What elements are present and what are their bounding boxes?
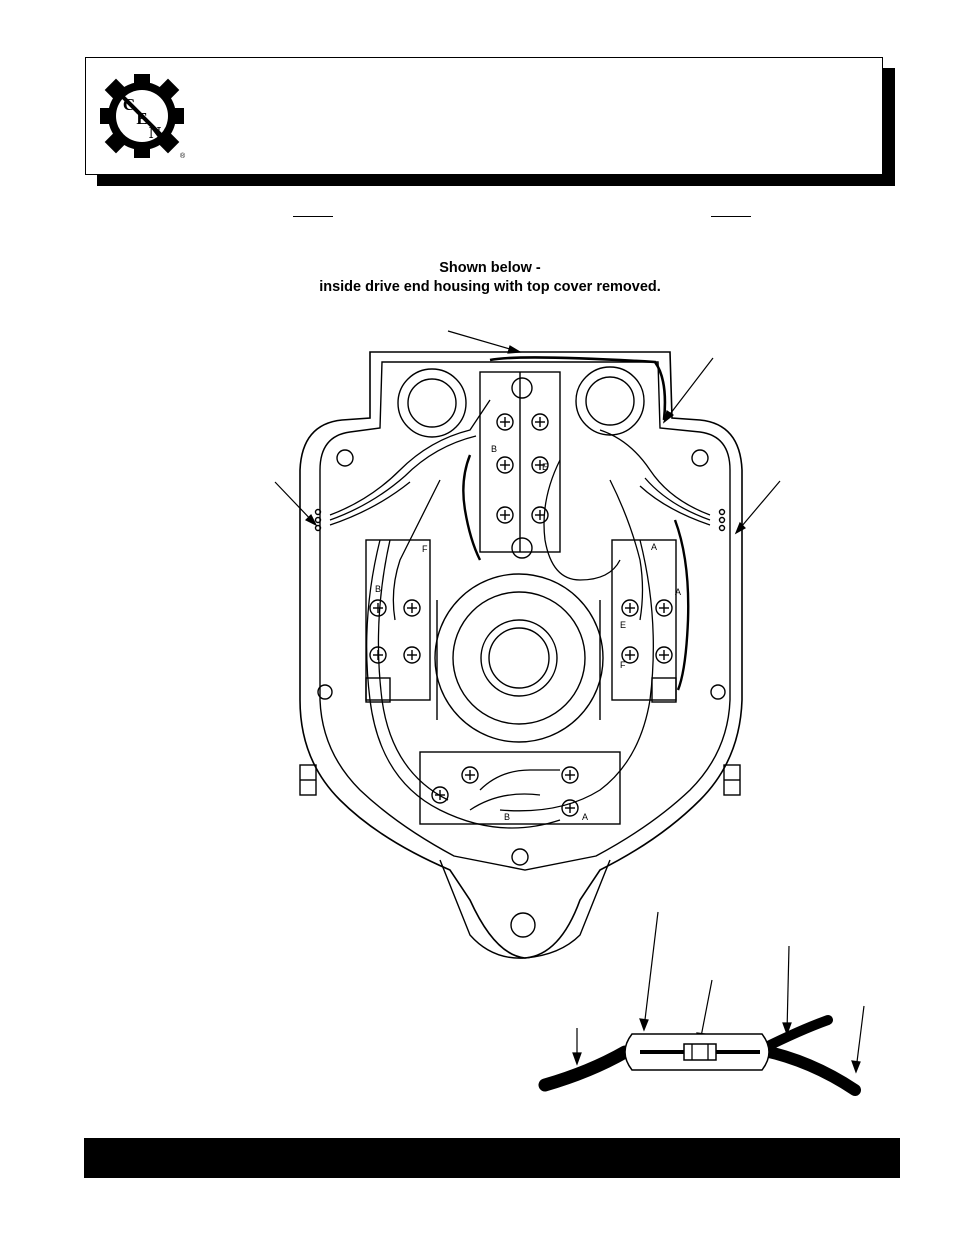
underline-left — [293, 216, 333, 217]
terminal-letter: B — [504, 812, 510, 822]
terminal-letter: B — [491, 444, 497, 454]
terminal-letter: F — [620, 660, 626, 670]
wire-right-lower — [754, 1044, 861, 1096]
mounting-ears — [317, 449, 726, 959]
figure-caption: Shown below - inside drive end housing w… — [200, 259, 780, 297]
wiring-harness — [329, 356, 711, 829]
underline-right — [711, 216, 751, 217]
logo-letter-n: N — [149, 123, 162, 142]
butt-connector — [683, 1043, 717, 1061]
footer-bar — [84, 1138, 900, 1178]
gear-badge-icon: C E N — [100, 74, 184, 158]
terminal-letter: E — [542, 462, 548, 472]
logo-letter-c: C — [123, 95, 135, 114]
top-regulator-modules — [397, 366, 645, 559]
side-bolts — [299, 764, 741, 796]
terminal-letter: B — [375, 584, 381, 594]
terminal-letter: E — [620, 620, 626, 630]
alternator-housing-diagram: B E F A B E F A B A — [274, 330, 781, 959]
harness-connectors — [314, 508, 726, 532]
terminal-letter: A — [651, 542, 657, 552]
center-bearing — [434, 573, 604, 743]
terminal-screws — [369, 413, 673, 817]
terminal-letter: F — [422, 544, 428, 554]
housing-inner-outline — [319, 361, 731, 871]
terminal-blocks — [365, 539, 677, 825]
caption-line-2: inside drive end housing with top cover … — [319, 279, 661, 295]
terminal-letter: A — [675, 587, 681, 597]
header-box: C E N ® — [85, 57, 883, 175]
registered-mark: ® — [180, 152, 186, 160]
terminal-letters: B E F A B E F A B A — [375, 444, 681, 822]
company-logo: C E N ® — [100, 74, 186, 160]
caption-line-1: Shown below - — [439, 260, 541, 276]
wire-right-upper — [755, 1015, 833, 1055]
wire-left — [538, 1045, 632, 1092]
logo-letter-e: E — [136, 109, 147, 128]
splice-detail-diagram — [538, 911, 865, 1096]
terminal-letter: A — [582, 812, 588, 822]
